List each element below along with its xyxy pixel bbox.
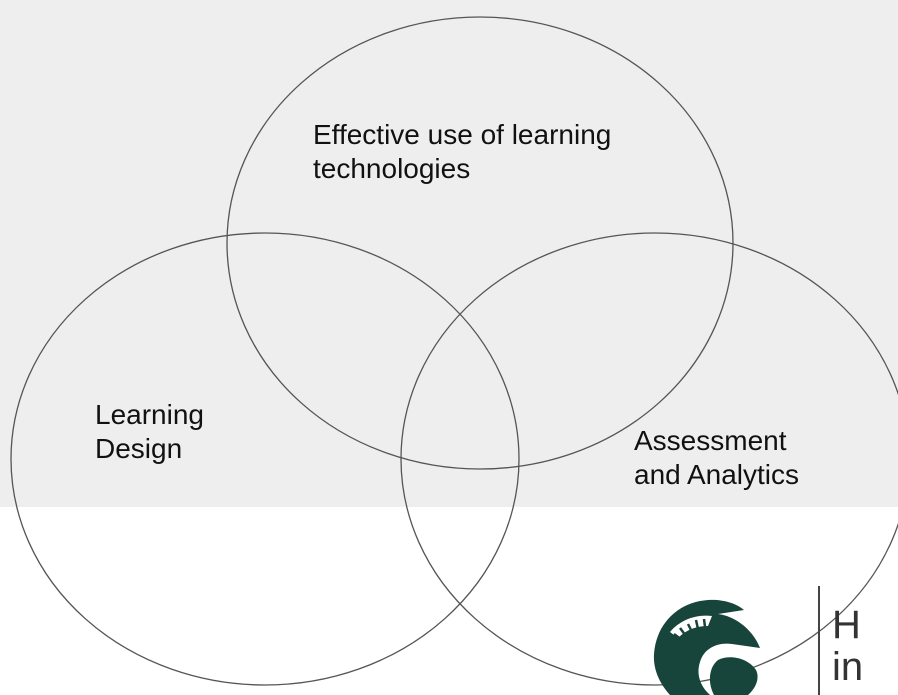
circle-label-line: Assessment — [634, 425, 787, 456]
spartan-helmet-icon — [653, 599, 760, 695]
circle-label-technologies: Effective use of learning technologies — [313, 118, 611, 186]
circle-technologies — [226, 16, 734, 470]
circle-label-line: technologies — [313, 153, 471, 184]
circle-assessment — [400, 232, 898, 686]
circle-label-learning-design: Learning Design — [95, 398, 204, 466]
logo-divider — [818, 586, 820, 695]
logo-wordmark: H in — [832, 604, 863, 688]
circle-label-line: and Analytics — [634, 459, 799, 490]
logo-text-line: in — [832, 645, 864, 689]
top-background-band — [0, 0, 898, 507]
circle-label-assessment: Assessment and Analytics — [634, 424, 799, 492]
circle-label-line: Design — [95, 433, 183, 464]
circle-label-line: Learning — [95, 399, 204, 430]
circle-label-line: Effective use of learning — [313, 119, 612, 150]
circle-learning-design — [10, 232, 520, 686]
logo-text-line: H — [832, 603, 861, 647]
